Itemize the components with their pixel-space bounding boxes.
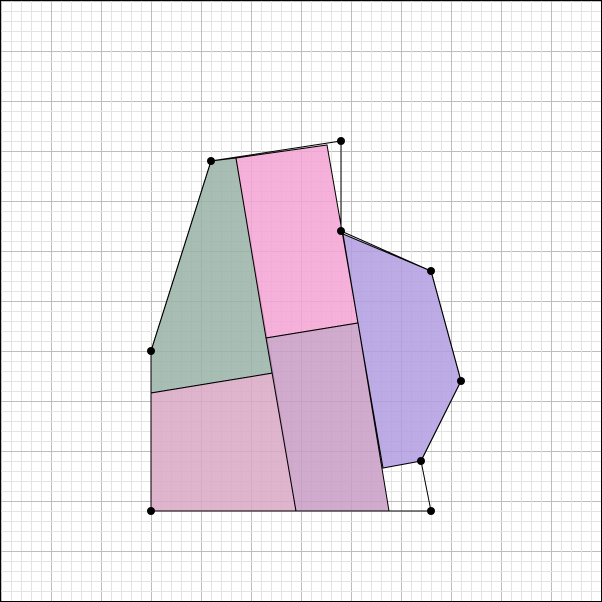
vertex-point[interactable] <box>147 347 155 355</box>
vertex-point[interactable] <box>147 507 155 515</box>
vertex-point[interactable] <box>427 507 435 515</box>
vertex-point[interactable] <box>457 377 465 385</box>
outer-boundary <box>150 140 462 512</box>
vertex-point[interactable] <box>417 457 425 465</box>
vertices-layer <box>147 137 465 515</box>
regions-layer <box>150 144 462 512</box>
vertex-point[interactable] <box>337 137 345 145</box>
rose-region <box>150 372 297 512</box>
vertex-point[interactable] <box>427 267 435 275</box>
vertex-point[interactable] <box>207 157 215 165</box>
vertex-point[interactable] <box>337 227 345 235</box>
